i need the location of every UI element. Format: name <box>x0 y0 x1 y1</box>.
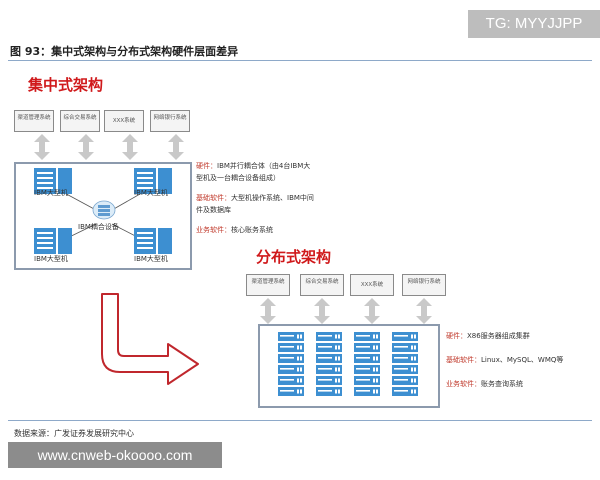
central-double-arrows <box>34 134 184 160</box>
hardware-line: 硬件：X86服务器组成集群 <box>446 332 530 340</box>
central-system-box: 渠道管理系统 <box>14 110 54 132</box>
central-system-box: 网络银行系统 <box>150 110 190 132</box>
mainframe-icon <box>134 168 172 194</box>
distributed-title: 分布式架构 <box>256 248 332 266</box>
figure-title: 图 93：集中式架构与分布式架构硬件层面差异 <box>10 45 239 58</box>
double-arrow-icon <box>364 298 380 324</box>
distributed-double-arrows <box>260 298 432 324</box>
mainframe-label: IBM大型机 <box>34 189 68 197</box>
hardware-line: 硬件：IBM并行耦合体（由4台IBM大型机及一台耦合设备组成） <box>196 162 311 182</box>
distributed-description: 硬件：X86服务器组成集群 基础软件：Linux、MySQL、WMQ等 业务软件… <box>446 330 596 390</box>
centralized-topology <box>34 168 172 254</box>
central-system-box: 综合交易系统 <box>60 110 100 132</box>
double-arrow-icon <box>34 134 50 160</box>
url-watermark: www.cnweb-okoooo.com <box>8 442 222 468</box>
coupler-label: IBM耦合设备 <box>78 223 119 231</box>
coupler-device-icon <box>92 200 116 220</box>
footer-divider <box>8 420 592 421</box>
double-arrow-icon <box>314 298 330 324</box>
mainframe-label: IBM大型机 <box>134 255 168 263</box>
double-arrow-icon <box>168 134 184 160</box>
business-software-line: 业务软件：账务查询系统 <box>446 380 523 388</box>
centralized-title: 集中式架构 <box>28 76 104 94</box>
double-arrow-icon <box>260 298 276 324</box>
server-column <box>316 332 342 396</box>
double-arrow-icon <box>416 298 432 324</box>
distributed-system-box: 网络银行系统 <box>402 274 446 296</box>
mainframe-icon <box>34 228 72 254</box>
server-column <box>354 332 380 396</box>
transition-arrow-icon <box>101 293 199 385</box>
business-software-line: 业务软件：核心账务系统 <box>196 226 273 234</box>
mainframe-label: IBM大型机 <box>34 255 68 263</box>
base-software-line: 基础软件：Linux、MySQL、WMQ等 <box>446 356 564 364</box>
x86-server-grid <box>278 332 418 396</box>
title-divider <box>8 60 592 61</box>
base-software-line: 基础软件：大型机操作系统、IBM中间件及数据库 <box>196 194 314 214</box>
double-arrow-icon <box>78 134 94 160</box>
server-column <box>392 332 418 396</box>
central-system-box: XXX系统 <box>104 110 144 132</box>
double-arrow-icon <box>122 134 138 160</box>
source-note: 数据来源：广发证券发展研究中心 <box>14 429 134 438</box>
server-column <box>278 332 304 396</box>
centralized-description: 硬件：IBM并行耦合体（由4台IBM大型机及一台耦合设备组成） 基础软件：大型机… <box>196 160 316 236</box>
distributed-system-box: 综合交易系统 <box>300 274 344 296</box>
distributed-system-box: XXX系统 <box>350 274 394 296</box>
mainframe-label: IBM大型机 <box>134 189 168 197</box>
distributed-system-box: 渠道管理系统 <box>246 274 290 296</box>
mainframe-icon <box>34 168 72 194</box>
watermark-badge: TG: MYYJJPP <box>468 10 600 38</box>
mainframe-icon <box>134 228 172 254</box>
